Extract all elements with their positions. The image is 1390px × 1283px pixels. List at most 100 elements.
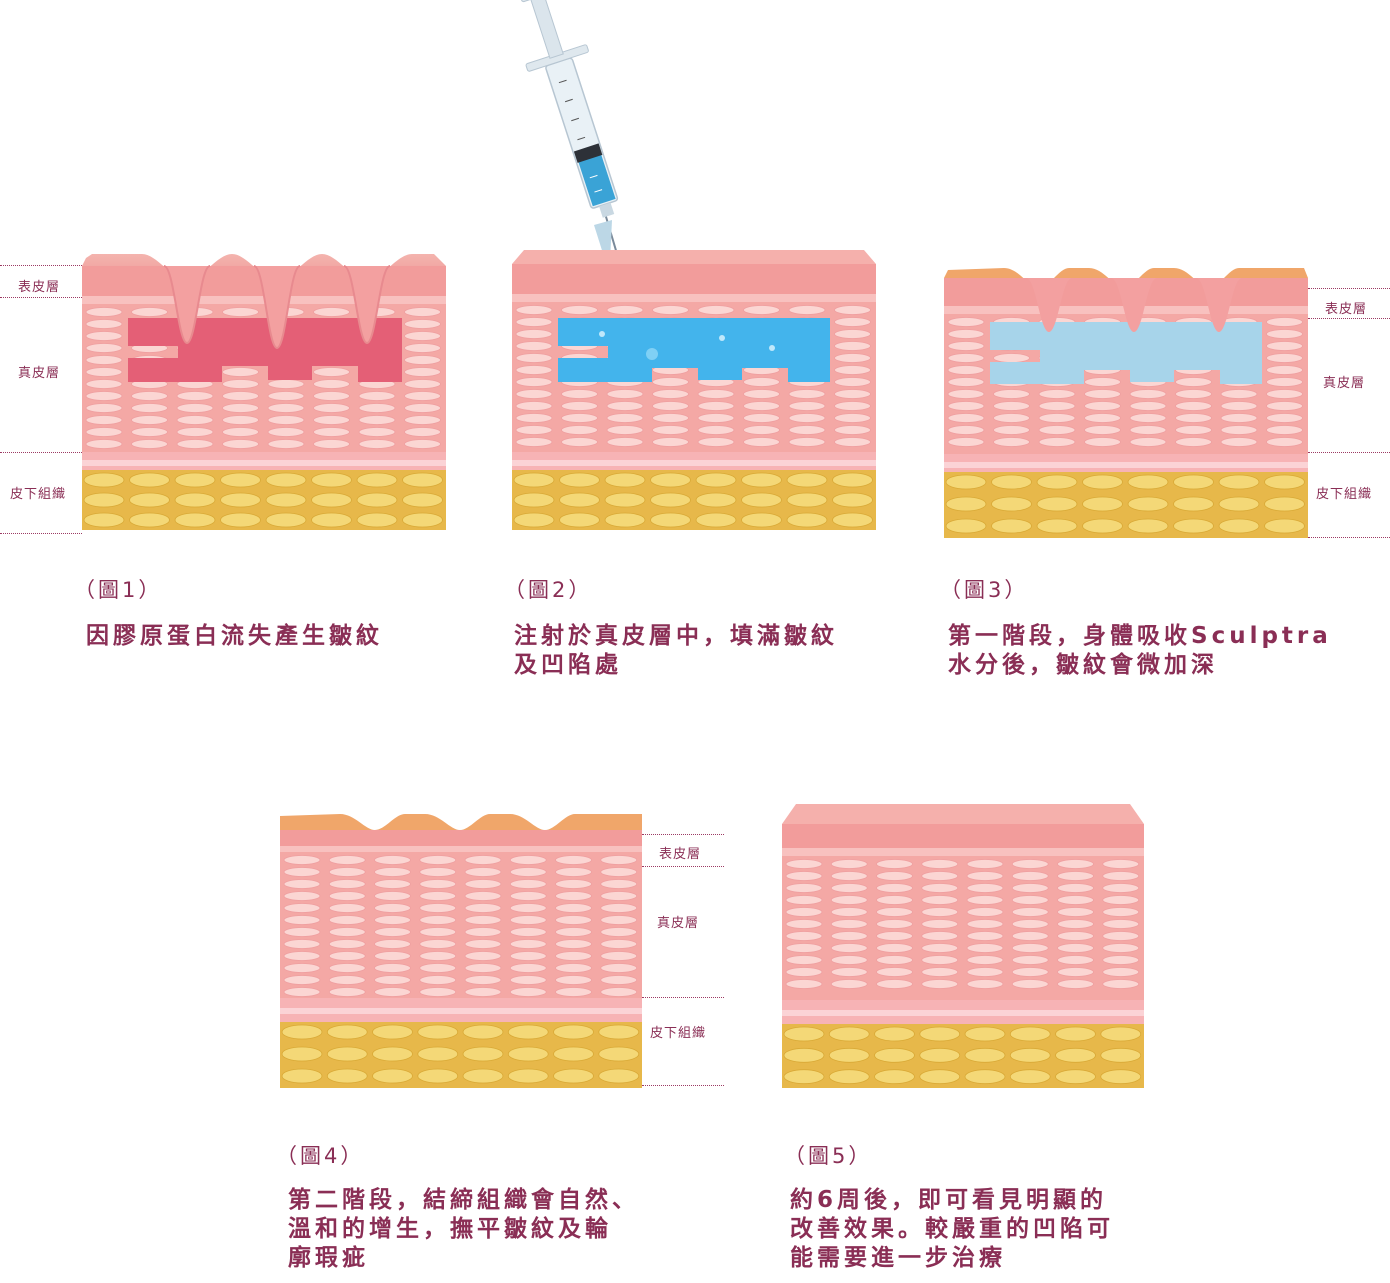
- dermis-cell: [966, 943, 1004, 953]
- dermis-cell: [830, 859, 868, 869]
- dermis-cell: [1175, 437, 1212, 447]
- epidermis-label: 表皮層: [659, 847, 702, 862]
- divider-line: [1308, 318, 1390, 319]
- dermis-cell: [876, 979, 913, 989]
- divider-line: [0, 452, 82, 453]
- dermis-cell: [606, 437, 644, 447]
- divider-line: [1308, 452, 1390, 453]
- dermis-cell: [509, 927, 547, 937]
- dermis-cell: [561, 305, 598, 315]
- dermis-cell: [834, 437, 871, 447]
- fat-cells: [513, 472, 873, 528]
- dermis-cell: [743, 389, 780, 399]
- fat-cell: [832, 472, 873, 488]
- fat-cell: [553, 1046, 594, 1062]
- fat-cell: [83, 512, 125, 528]
- dermis-cell: [788, 305, 826, 315]
- dermis-cell: [743, 377, 780, 387]
- dermis-cell: [283, 915, 321, 925]
- dermis-cell: [1084, 425, 1121, 435]
- dermis-cell: [515, 425, 553, 435]
- dermis-cell: [464, 927, 502, 937]
- dermis-cell: [1220, 413, 1258, 423]
- dermis-cell: [876, 919, 913, 929]
- dermis-cell: [1057, 871, 1094, 881]
- dermis-cell: [966, 907, 1004, 917]
- dermis-cell: [1011, 871, 1049, 881]
- dermis-cell: [358, 415, 396, 425]
- dermis-cell: [785, 955, 823, 965]
- figure-5-number: （圖5）: [784, 1144, 873, 1168]
- fat-cell: [129, 472, 170, 488]
- fat-cell: [559, 512, 600, 528]
- dermis-cell: [283, 891, 321, 901]
- dermis-cell: [993, 437, 1030, 447]
- dermis-cell: [834, 341, 871, 351]
- dermis-cell: [374, 939, 411, 949]
- dermis-cell: [85, 367, 123, 377]
- fat-cell: [964, 1026, 1006, 1042]
- dermis-cell: [830, 883, 868, 893]
- fat-cell: [1218, 518, 1260, 534]
- dermis-cell: [947, 353, 985, 363]
- dermis-cell: [876, 955, 913, 965]
- fat-cell: [513, 492, 555, 508]
- dermis-cell: [85, 319, 123, 329]
- dermis-cell: [374, 915, 411, 925]
- dermis-cell: [283, 855, 321, 865]
- fat-cell: [311, 512, 352, 528]
- fat-cell: [507, 1068, 549, 1084]
- dermis-cell: [1175, 377, 1212, 387]
- dermis-cell: [652, 401, 689, 411]
- dermis-cell: [404, 367, 441, 377]
- dermis-cell: [606, 305, 644, 315]
- fat-cells: [281, 1024, 640, 1084]
- dermis-cell: [830, 943, 868, 953]
- dermis-cell: [1175, 413, 1212, 423]
- fat-cell: [741, 472, 782, 488]
- dermis-cell: [876, 859, 913, 869]
- dermis-cell: [328, 891, 366, 901]
- dermis-cell: [600, 927, 638, 937]
- fat-cells: [945, 474, 1305, 534]
- dermis-cell: [555, 855, 592, 865]
- dermis-cell: [374, 987, 411, 997]
- fat-cell: [741, 512, 782, 528]
- dermis-cell: [834, 377, 871, 387]
- dermis-cell: [419, 987, 457, 997]
- dermis-cell: [834, 329, 871, 339]
- dermis-cell: [222, 367, 259, 377]
- dermis-cell: [1011, 967, 1049, 977]
- fat-cell: [874, 1069, 915, 1085]
- dermis-cell: [876, 967, 913, 977]
- dermis-cell: [374, 879, 411, 889]
- dermis-cell: [419, 903, 457, 913]
- dermis-cell: [876, 907, 913, 917]
- dermis-cell: [509, 903, 547, 913]
- dermis-cell: [785, 943, 823, 953]
- dermis-cell: [1011, 883, 1049, 893]
- dermis-cell: [555, 879, 592, 889]
- dermis-cell: [313, 379, 350, 389]
- dermis-cell: [464, 879, 502, 889]
- dermis-cell: [834, 413, 871, 423]
- dermis-cell: [404, 379, 441, 389]
- figure-3-caption: 第一階段，身體吸收Sculptra 水分後，皺紋會微加深: [948, 622, 1332, 680]
- dermis-cell: [697, 389, 735, 399]
- dermis-cell: [1266, 329, 1303, 339]
- fat-cell: [1100, 1069, 1142, 1085]
- dermis-cell: [1084, 413, 1121, 423]
- dermis-cell: [131, 403, 168, 413]
- dermis-cell: [464, 939, 502, 949]
- dermis-cell: [419, 927, 457, 937]
- dermis-cell: [830, 907, 868, 917]
- dermis-cell: [966, 871, 1004, 881]
- fat-cell: [1055, 1047, 1096, 1063]
- dermis-cell: [176, 391, 214, 401]
- fat-cell: [1127, 474, 1169, 490]
- fat-cell: [650, 512, 691, 528]
- fat-cell: [1009, 1047, 1051, 1063]
- fat-cell: [828, 1047, 870, 1063]
- dermis-cell: [283, 927, 321, 937]
- dermis-cell: [515, 389, 553, 399]
